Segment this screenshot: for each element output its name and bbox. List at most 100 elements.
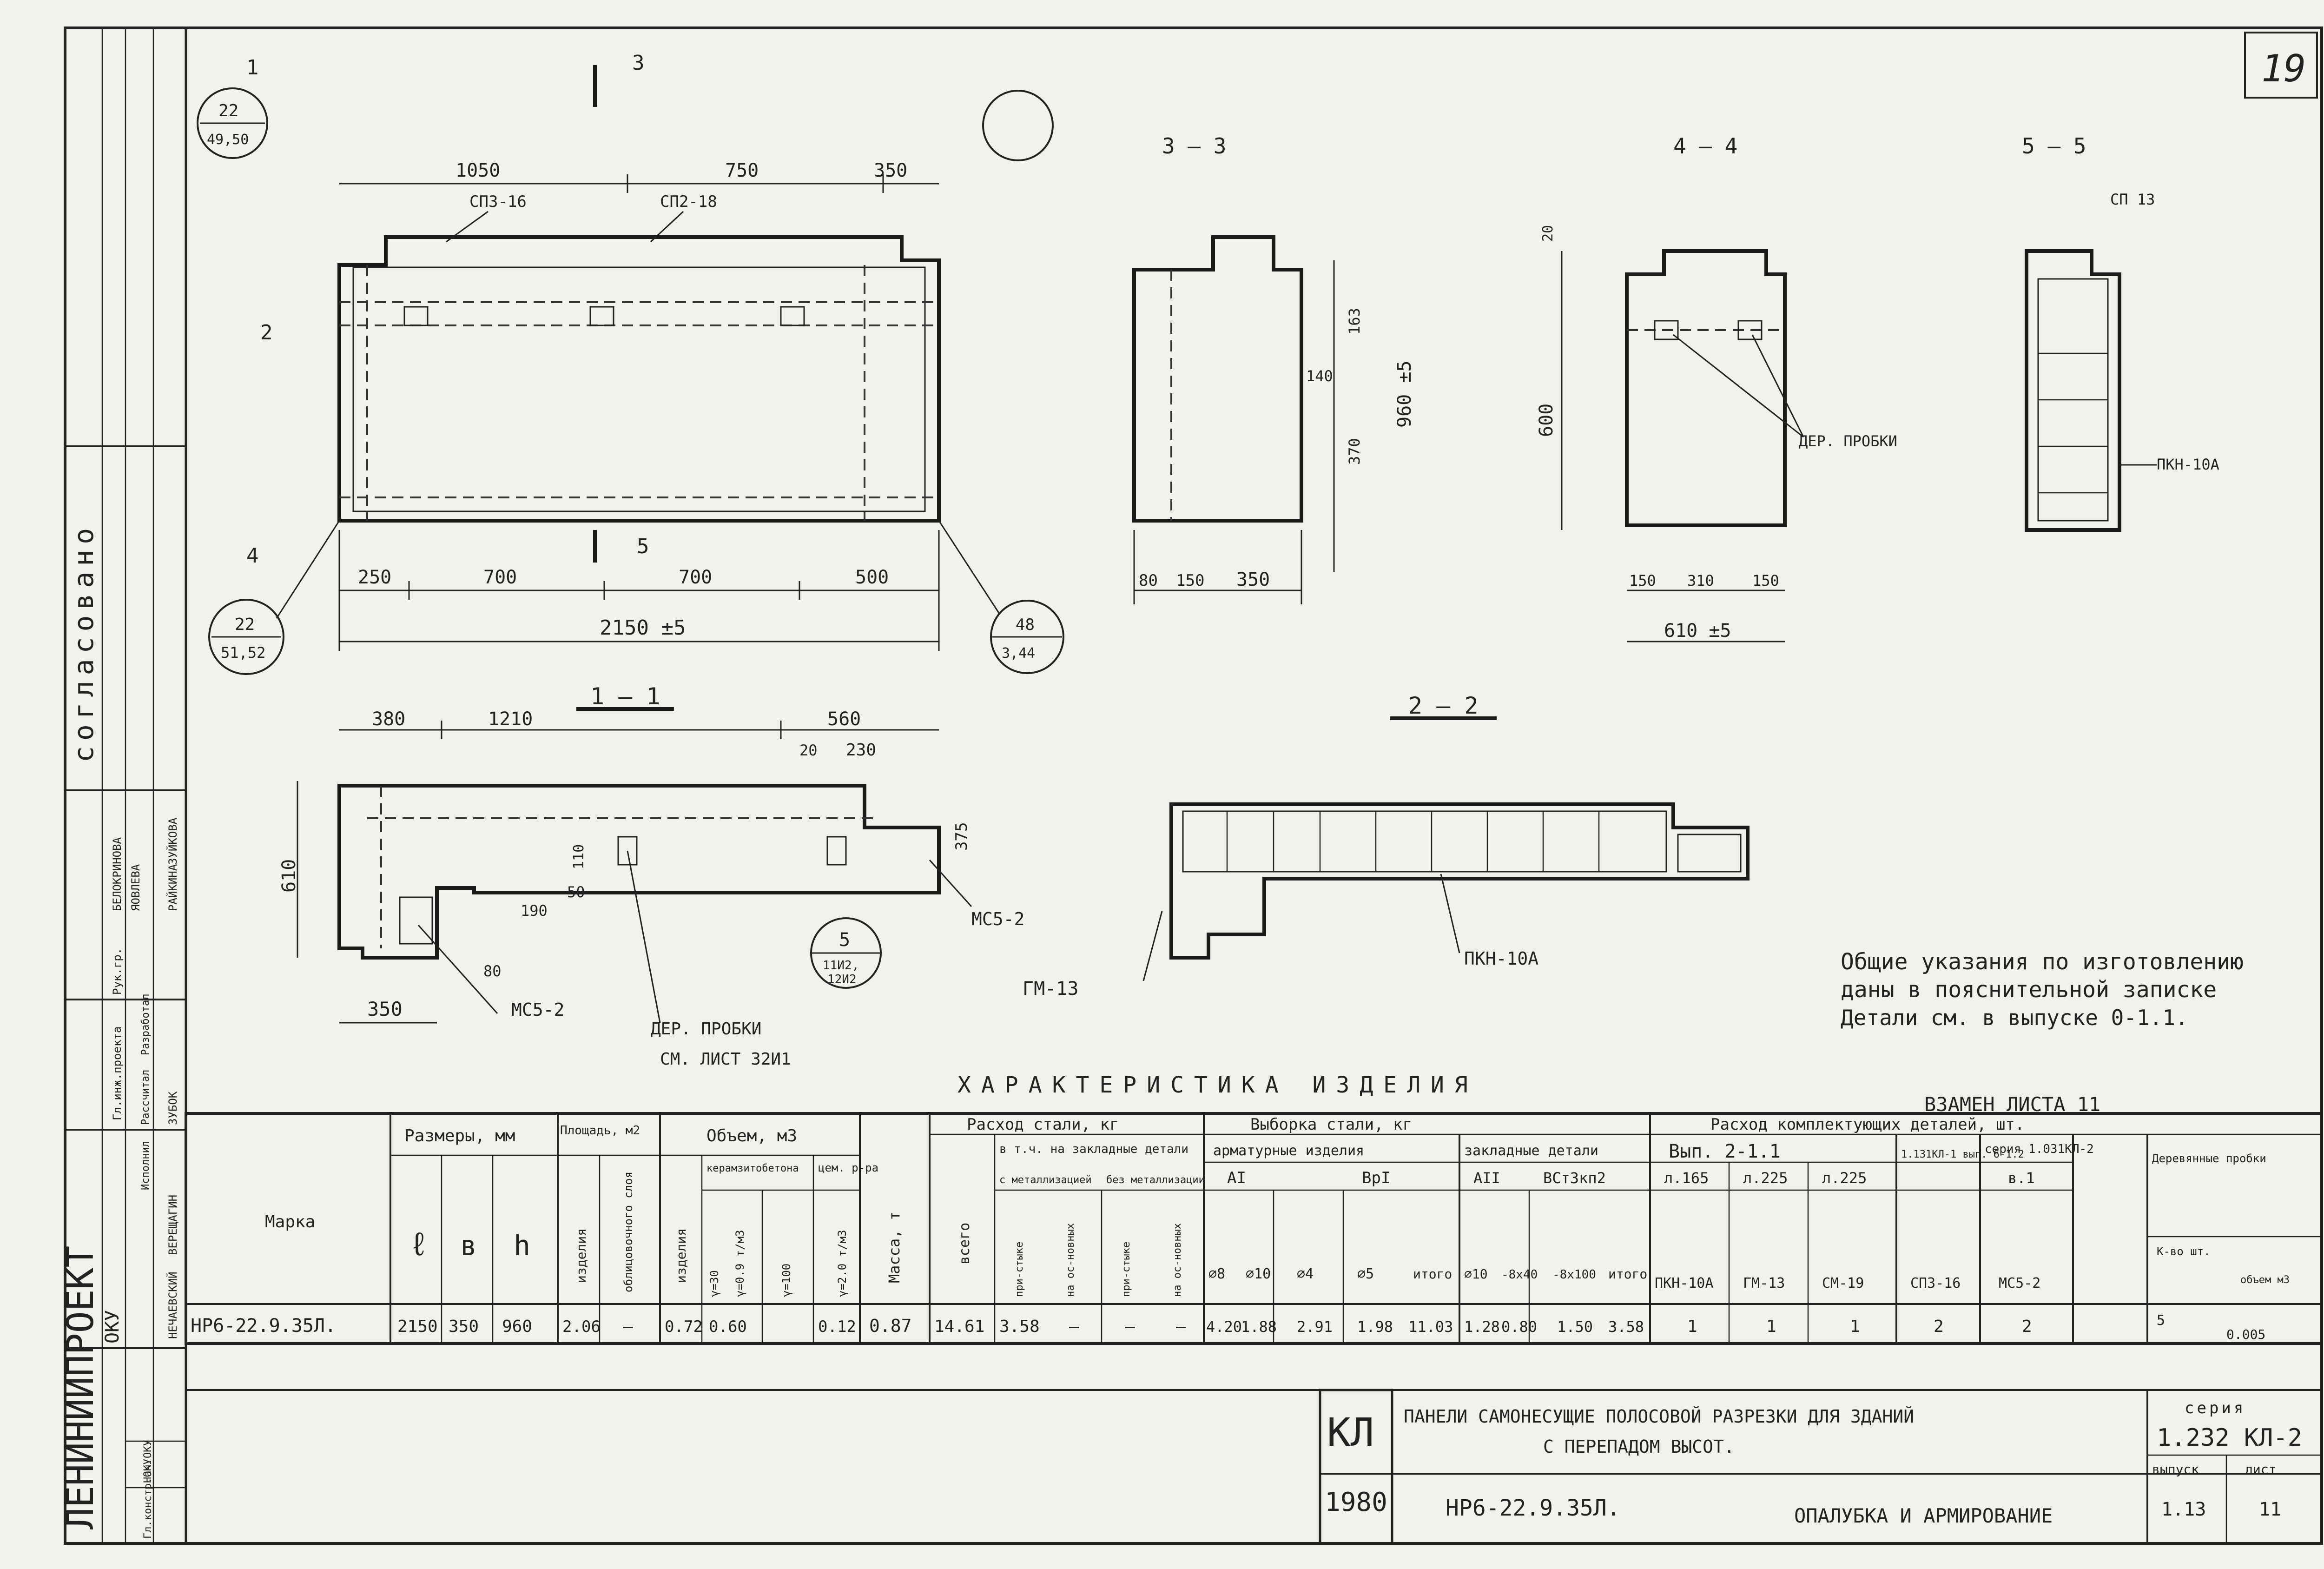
role-1: Гл.инж.проекта xyxy=(111,1026,124,1120)
s44-overall-dim: 610 ±5 xyxy=(1664,620,1731,642)
row-part-5: 2 xyxy=(2022,1317,2032,1336)
elev-bottom-dim-1: 250 xyxy=(358,567,391,588)
hdr-vol-c3: γ=100 xyxy=(780,1264,793,1297)
notes: Общие указания по изготовлению даны в по… xyxy=(1841,949,2244,1030)
s55-label-side: ПКН-10А xyxy=(2157,456,2219,473)
sheet-number: 19 xyxy=(2261,47,2306,90)
hdr-e8100: -8x100 xyxy=(1552,1268,1596,1282)
hdr-vol-c4: γ=2.0 т/м3 xyxy=(836,1230,849,1298)
tb-desc-1: ПАНЕЛИ САМОНЕСУЩИЕ ПОЛОСОВОЙ РАЗРЕЗКИ ДЛ… xyxy=(1404,1406,1914,1427)
s11-side-dim-2: 375 xyxy=(952,822,971,851)
hdr-steel-emb-1: с металлизацией xyxy=(999,1174,1092,1186)
s11-plug-label: ДЕР. ПРОБКИ xyxy=(651,1020,761,1039)
row-e-total: 3.58 xyxy=(1608,1318,1644,1336)
role-2: Рук.гр. xyxy=(111,948,124,995)
note-line-3: Детали см. в выпуске 0-1.1. xyxy=(1841,1005,2188,1030)
table-title: ХАРАКТЕРИСТИКА ИЗДЕЛИЯ xyxy=(957,1072,1478,1098)
tb-issue: 1.13 xyxy=(2161,1499,2206,1520)
hdr-steel-emb-2: без металлизации xyxy=(1106,1174,1205,1186)
hdr-emb-g2: ВСт3кп2 xyxy=(1543,1169,1606,1187)
row-l: 2150 xyxy=(397,1317,438,1336)
hdr-steel: Расход стали, кг xyxy=(967,1115,1119,1134)
s11-mc-left: МС5-2 xyxy=(511,1000,564,1020)
section-2-2: 2 — 2 ГМ-13 ПКН-10А xyxy=(1023,692,1750,1000)
elev-top-dim-2: 750 xyxy=(725,160,759,181)
hdr-parts-sheet-3: л.225 xyxy=(1822,1169,1867,1187)
cut-mark-2: 2 xyxy=(260,321,273,344)
s33-side-dim-4: 960 ±5 xyxy=(1394,361,1415,428)
note-line-2: даны в пояснительной записке xyxy=(1841,977,2217,1003)
section-1-1-title: 1 — 1 xyxy=(590,683,660,710)
hdr-plug: Деревянные пробки xyxy=(2152,1152,2266,1165)
cut-mark-3: 3 xyxy=(632,51,645,75)
row-steel-emb: 3.58 xyxy=(999,1317,1040,1336)
hdr-parts-g1: Вып. 2-1.1 xyxy=(1669,1141,1781,1162)
s11-sub-dim-2: 230 xyxy=(846,741,876,760)
s11-mc-right: МС5-2 xyxy=(971,909,1024,929)
s11-callout-num: 5 xyxy=(839,929,850,951)
hdr-e840: -8x40 xyxy=(1501,1268,1538,1282)
hdr-r8: ⌀8 xyxy=(1208,1266,1225,1282)
hdr-vol-item: изделия xyxy=(673,1228,689,1283)
hdr-steel-c3: при-стыке xyxy=(1121,1242,1132,1297)
org-name: ЛЕНИНИИПРОЕКТ xyxy=(60,1246,102,1529)
hdr-plug-qty: К-во шт. xyxy=(2157,1245,2211,1258)
row-vol-ker: 0.60 xyxy=(709,1317,747,1336)
hdr-parts-sheet-1: л.165 xyxy=(1664,1169,1709,1187)
tb-year: 1980 xyxy=(1325,1487,1387,1517)
hdr-mass: Масса, т xyxy=(885,1212,903,1283)
section-5-5-title: 5 — 5 xyxy=(2022,133,2086,159)
row-steel-total: 14.61 xyxy=(934,1317,984,1336)
hdr-part-5: МС5-2 xyxy=(1999,1275,2040,1291)
row-plug-qty: 5 xyxy=(2157,1312,2165,1329)
s11-top-dim-1: 380 xyxy=(372,708,405,730)
row-steel-c1: — xyxy=(1069,1317,1079,1336)
row-e10: 1.28 xyxy=(1464,1318,1500,1336)
hdr-emb-g1: АII xyxy=(1473,1169,1500,1187)
agreed-label: согласовано xyxy=(68,523,99,762)
s33-side-dim-3: 370 xyxy=(1346,438,1363,465)
section-3-3-title: 3 — 3 xyxy=(1162,133,1226,159)
hdr-steel-c4: на ос-новных xyxy=(1172,1223,1183,1297)
tb-sheet-title: ОПАЛУБКА И АРМИРОВАНИЕ xyxy=(1794,1504,2053,1527)
role-4: Рассчитал xyxy=(140,1070,152,1125)
cut-mark-1: 1 xyxy=(246,56,259,79)
name-2: ЗУБОК xyxy=(166,1091,179,1125)
s33-bottom-dim-1: 80 xyxy=(1139,571,1158,590)
hdr-e-total: итого xyxy=(1608,1266,1647,1282)
s22-gm-label: ГМ-13 xyxy=(1023,978,1078,1000)
s11-plug-ref: СМ. ЛИСТ 32И1 xyxy=(660,1050,791,1069)
hdr-rebar-g2: ВрI xyxy=(1362,1169,1390,1187)
hdr-parts-g3: серия 1.031КЛ-2 xyxy=(1985,1142,2094,1156)
s44-side-dim-2: 600 xyxy=(1536,404,1557,437)
hdr-part-1: ПКН-10А xyxy=(1655,1275,1713,1291)
row-steel-c2: — xyxy=(1125,1317,1135,1336)
row-plug-vol: 0.005 xyxy=(2226,1327,2265,1342)
s11-bottom-dim: 350 xyxy=(367,998,403,1020)
hdr-parts-sheet-2: л.225 xyxy=(1743,1169,1788,1187)
s44-side-dim-1: 20 xyxy=(1540,225,1556,242)
callout-right-num: 48 xyxy=(1016,616,1035,634)
role-7: Гл.констр.ОКУ xyxy=(142,1459,154,1539)
hdr-r5: ⌀5 xyxy=(1357,1266,1374,1282)
row-b: 350 xyxy=(449,1317,479,1336)
top-name-1: БЕЛОКРИНОВА xyxy=(111,837,124,911)
hdr-dim-b: в xyxy=(460,1230,477,1262)
hdr-rebar: арматурные изделия xyxy=(1213,1143,1364,1159)
section-2-2-title: 2 — 2 xyxy=(1408,692,1479,719)
row-r10: 1.88 xyxy=(1241,1318,1277,1336)
s11-top-dim-3: 560 xyxy=(827,708,861,730)
s11-callout-sheet-2: 12И2 xyxy=(827,973,857,986)
s11-top-dim-2: 1210 xyxy=(488,708,533,730)
hdr-parts-g3-sub: в.1 xyxy=(2008,1169,2035,1187)
row-steel-c3: — xyxy=(1176,1317,1186,1336)
hdr-area: Площадь, м2 xyxy=(560,1124,640,1138)
s44-plug-label: ДЕР. ПРОБКИ xyxy=(1799,432,1897,450)
left-strip: ЛЕНИНИИПРОЕКТ ОКУ согласовано Гл.инж.про… xyxy=(60,26,187,1545)
hdr-part-4: СПЗ-16 xyxy=(1910,1275,1961,1291)
hdr-plug-vol: объем м3 xyxy=(2240,1274,2290,1286)
tb-issue-label: выпуск xyxy=(2152,1462,2199,1477)
hdr-vol-ker: керамзитобетона xyxy=(706,1163,799,1174)
hdr-dim-h: h xyxy=(514,1230,530,1262)
